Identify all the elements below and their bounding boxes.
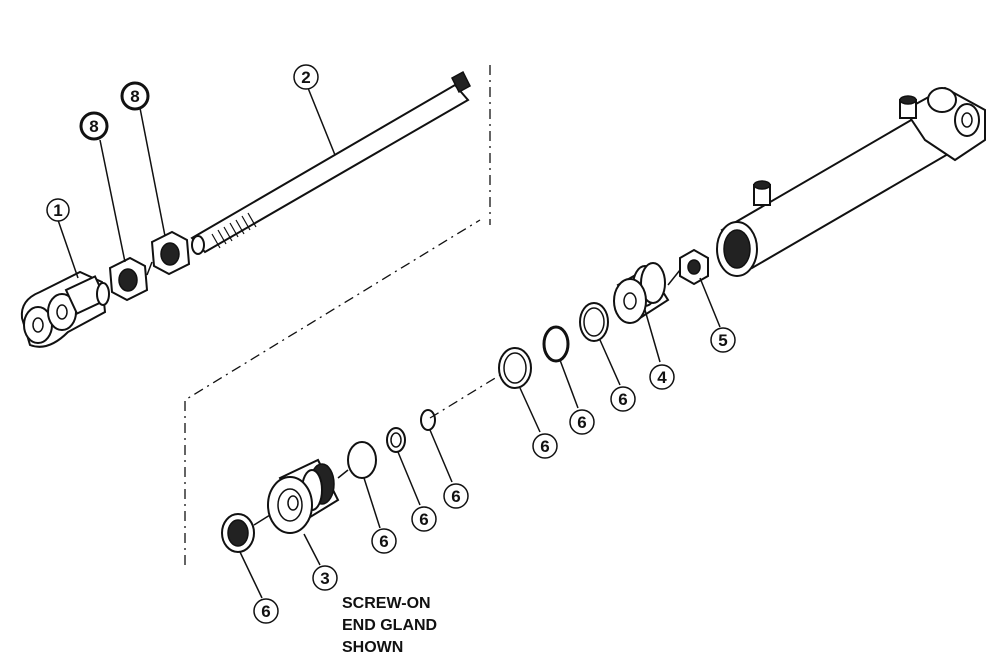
svg-text:8: 8 [89, 117, 98, 136]
svg-text:6: 6 [577, 413, 586, 432]
end-gland-part-3 [267, 458, 340, 534]
cylinder-barrel [716, 86, 986, 277]
piston-part-4 [613, 262, 670, 324]
callout-8-b: 8 [120, 81, 150, 111]
svg-text:8: 8 [130, 87, 139, 106]
callout-6-a: 6 [610, 386, 636, 412]
svg-text:1: 1 [53, 201, 62, 220]
seal-ring-6-piston-c [498, 347, 532, 389]
svg-text:6: 6 [540, 437, 549, 456]
piston-rod-part-2 [190, 70, 471, 255]
wiper-seal-6 [221, 513, 255, 553]
callout-6-c: 6 [532, 433, 558, 459]
rod-thread-end [211, 212, 257, 249]
seal-ring-6-piston-b [542, 325, 570, 363]
callout-6-d: 6 [443, 483, 469, 509]
callout-5: 5 [710, 327, 736, 353]
seal-ring-6-gland-c [347, 441, 377, 479]
nut-part-8-a [108, 256, 149, 302]
callout-1: 1 [46, 198, 70, 222]
svg-text:2: 2 [301, 68, 310, 87]
svg-text:6: 6 [451, 487, 460, 506]
callout-6-f: 6 [371, 528, 397, 554]
callout-4: 4 [649, 364, 675, 390]
callout-8-a: 8 [79, 111, 109, 141]
svg-text:3: 3 [320, 569, 329, 588]
nut-part-8-b [150, 230, 191, 276]
callout-3: 3 [312, 565, 338, 591]
callout-2: 2 [293, 64, 319, 90]
svg-text:4: 4 [657, 368, 667, 387]
svg-text:END GLAND: END GLAND [342, 617, 437, 634]
svg-text:SHOWN: SHOWN [342, 639, 403, 656]
svg-text:5: 5 [718, 331, 727, 350]
piston-nut-part-5 [679, 248, 709, 286]
seal-ring-6-gland-b [386, 427, 406, 453]
svg-text:6: 6 [261, 602, 270, 621]
svg-text:SCREW-ON: SCREW-ON [342, 595, 431, 612]
alignment-lines [184, 65, 506, 565]
callout-6-e: 6 [411, 506, 437, 532]
svg-text:6: 6 [379, 532, 388, 551]
svg-text:6: 6 [618, 390, 627, 409]
svg-text:6: 6 [419, 510, 428, 529]
clevis-part-1 [20, 270, 110, 348]
leader-lines [57, 87, 721, 599]
seal-ring-6-piston-a [579, 302, 609, 342]
diagram-caption: SCREW-ON END GLAND SHOWN [342, 595, 437, 656]
callout-6-g: 6 [253, 598, 279, 624]
seal-ring-6-gland-a [420, 409, 436, 431]
callout-6-b: 6 [569, 409, 595, 435]
